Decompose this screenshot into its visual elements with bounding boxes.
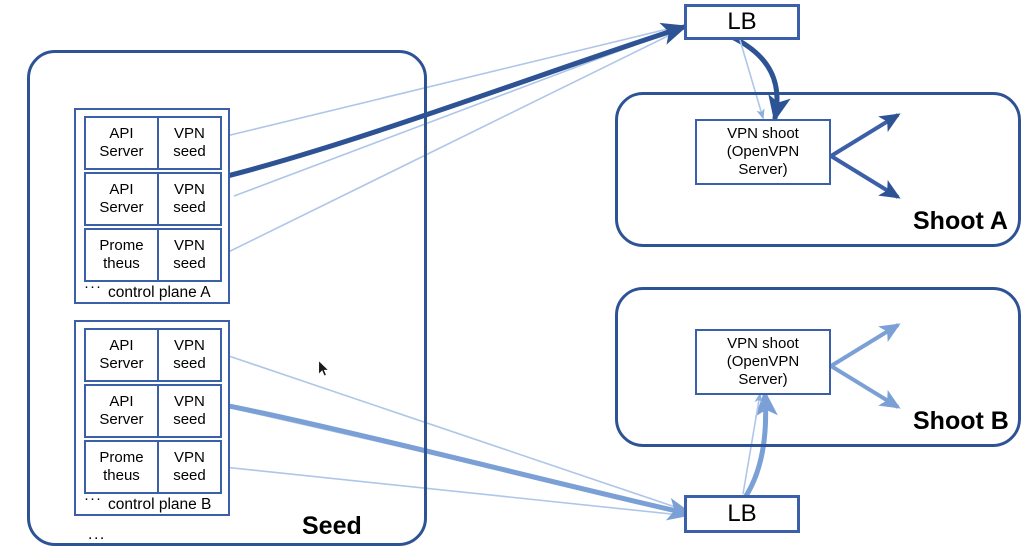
control-plane-a-footer: ··· control plane A: [84, 278, 222, 302]
cell-api-server: API Server: [86, 174, 159, 224]
control-plane-a-label: control plane A: [108, 284, 211, 301]
cell-line: seed: [173, 355, 206, 372]
vpn-shoot-a-line: VPN shoot: [727, 124, 799, 142]
table-row[interactable]: Prome theus VPN seed: [84, 228, 222, 282]
cell-line: API: [109, 393, 134, 411]
cell-vpn-seed: VPN seed: [158, 174, 220, 224]
cell-vpn-seed: VPN seed: [158, 442, 220, 492]
cell-line: seed: [173, 467, 206, 484]
vpn-shoot-b-line: (OpenVPN: [726, 352, 800, 370]
vpn-shoot-b-line: VPN shoot: [727, 334, 799, 352]
cell-api-server: API Server: [86, 118, 159, 168]
control-plane-a-group: API Server VPN seed API Server: [74, 108, 230, 304]
control-plane-b-label: control plane B: [108, 496, 212, 513]
cell-line: VPN: [174, 337, 205, 355]
cell-line: Prome: [99, 449, 144, 467]
cell-line: Server: [99, 355, 144, 372]
vpn-shoot-a-box[interactable]: VPN shoot (OpenVPN Server): [695, 119, 831, 185]
seed-container: [27, 50, 427, 546]
control-plane-b-footer: ··· control plane B: [84, 490, 222, 514]
vpn-shoot-b-box[interactable]: VPN shoot (OpenVPN Server): [695, 329, 831, 395]
table-row[interactable]: API Server VPN seed: [84, 172, 222, 226]
ellipsis-icon: ···: [84, 490, 102, 507]
table-row[interactable]: API Server VPN seed: [84, 116, 222, 170]
shoot-b-label: Shoot B: [913, 407, 1009, 435]
cell-line: Server: [99, 143, 144, 160]
cell-line: Server: [99, 411, 144, 428]
cell-line: seed: [173, 411, 206, 428]
table-row[interactable]: Prome theus VPN seed: [84, 440, 222, 494]
shoot-a-container: [615, 92, 1021, 247]
cell-line: theus: [103, 467, 140, 484]
cell-line: VPN: [174, 237, 205, 255]
cell-line: VPN: [174, 181, 205, 199]
cell-line: seed: [173, 143, 206, 160]
table-row[interactable]: API Server VPN seed: [84, 384, 222, 438]
cell-line: theus: [103, 255, 140, 272]
cell-vpn-seed: VPN seed: [158, 330, 220, 380]
cell-prometheus: Prome theus: [86, 230, 159, 280]
control-plane-b-group: API Server VPN seed API Server: [74, 320, 230, 516]
cell-api-server: API Server: [86, 330, 159, 380]
shoot-a-label: Shoot A: [913, 207, 1008, 235]
cell-vpn-seed: VPN seed: [158, 118, 220, 168]
cell-line: VPN: [174, 125, 205, 143]
cell-line: Prome: [99, 237, 144, 255]
cell-vpn-seed: VPN seed: [158, 386, 220, 436]
cell-api-server: API Server: [86, 386, 159, 436]
cell-line: Server: [99, 199, 144, 216]
more-control-planes-ellipsis: ...: [88, 526, 106, 543]
lb-bottom[interactable]: LB: [684, 495, 800, 533]
vpn-shoot-b-line: Server): [738, 371, 788, 389]
cell-line: seed: [173, 255, 206, 272]
cell-line: VPN: [174, 393, 205, 411]
lb-top[interactable]: LB: [684, 4, 800, 40]
cell-line: API: [109, 337, 134, 355]
vpn-shoot-a-line: (OpenVPN: [726, 142, 800, 160]
vpn-shoot-a-line: Server): [738, 161, 788, 179]
shoot-b-container: [615, 287, 1021, 447]
table-row[interactable]: API Server VPN seed: [84, 328, 222, 382]
cell-vpn-seed: VPN seed: [158, 230, 220, 280]
cell-line: API: [109, 125, 134, 143]
cell-line: seed: [173, 199, 206, 216]
cell-prometheus: Prome theus: [86, 442, 159, 492]
cell-line: VPN: [174, 449, 205, 467]
ellipsis-icon: ···: [84, 278, 102, 295]
seed-label: Seed: [302, 512, 362, 540]
cell-line: API: [109, 181, 134, 199]
